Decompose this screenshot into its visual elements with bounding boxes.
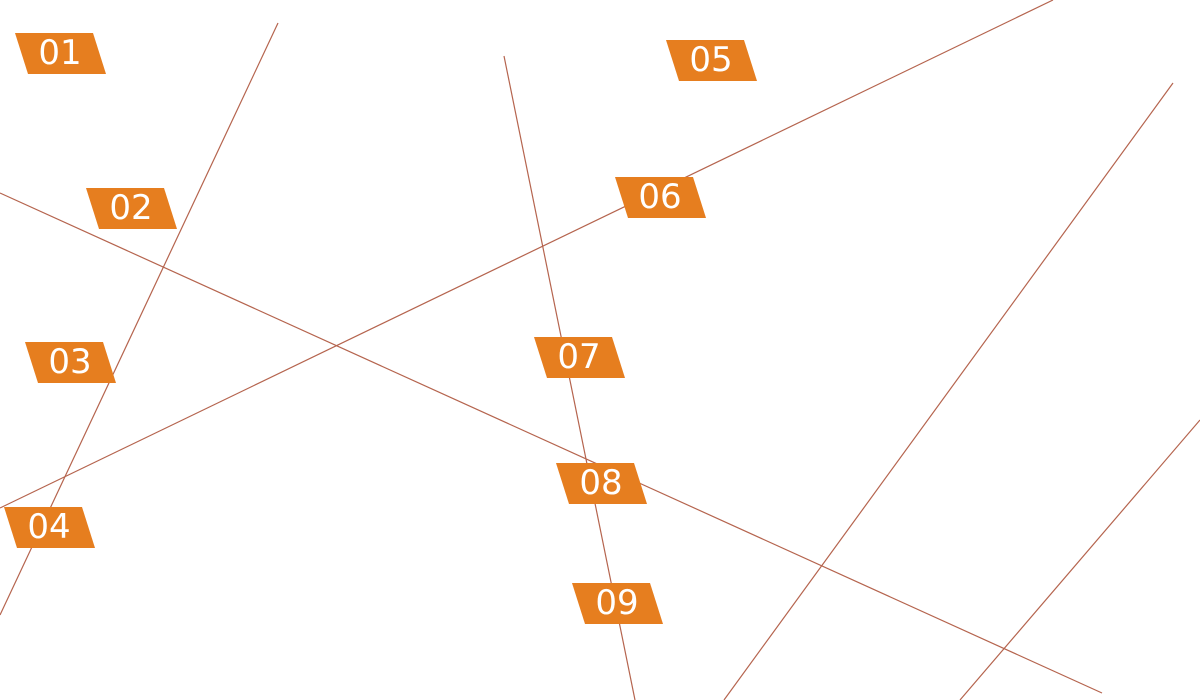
tag-09-label: 09 <box>595 583 638 623</box>
tag-06-label: 06 <box>638 177 681 217</box>
tag-03[interactable]: 03 <box>25 342 116 383</box>
tag-02[interactable]: 02 <box>86 188 177 229</box>
tag-05-shape <box>666 40 757 81</box>
tag-07[interactable]: 07 <box>534 337 625 378</box>
tag-01-shape <box>15 33 106 74</box>
tag-01[interactable]: 01 <box>15 33 106 74</box>
tag-09-shape <box>572 583 663 624</box>
line-f <box>959 419 1200 700</box>
tag-02-shape <box>86 188 177 229</box>
tag-01-label: 01 <box>38 33 81 73</box>
line-e <box>723 82 1174 700</box>
tag-09[interactable]: 09 <box>572 583 663 624</box>
line-b <box>0 192 1103 694</box>
tag-07-label: 07 <box>557 337 600 377</box>
tag-04-label: 04 <box>27 507 70 547</box>
tag-07-shape <box>534 337 625 378</box>
tag-03-shape <box>25 342 116 383</box>
tag-03-label: 03 <box>48 342 91 382</box>
tag-05-label: 05 <box>689 40 732 80</box>
tag-02-label: 02 <box>109 188 152 228</box>
tag-08[interactable]: 08 <box>556 463 647 504</box>
tag-04[interactable]: 04 <box>4 507 95 548</box>
tag-06[interactable]: 06 <box>615 177 706 218</box>
line-c <box>0 0 1054 509</box>
tag-04-shape <box>4 507 95 548</box>
tag-08-shape <box>556 463 647 504</box>
tag-05[interactable]: 05 <box>666 40 757 81</box>
tag-06-shape <box>615 177 706 218</box>
tag-08-label: 08 <box>579 463 622 503</box>
